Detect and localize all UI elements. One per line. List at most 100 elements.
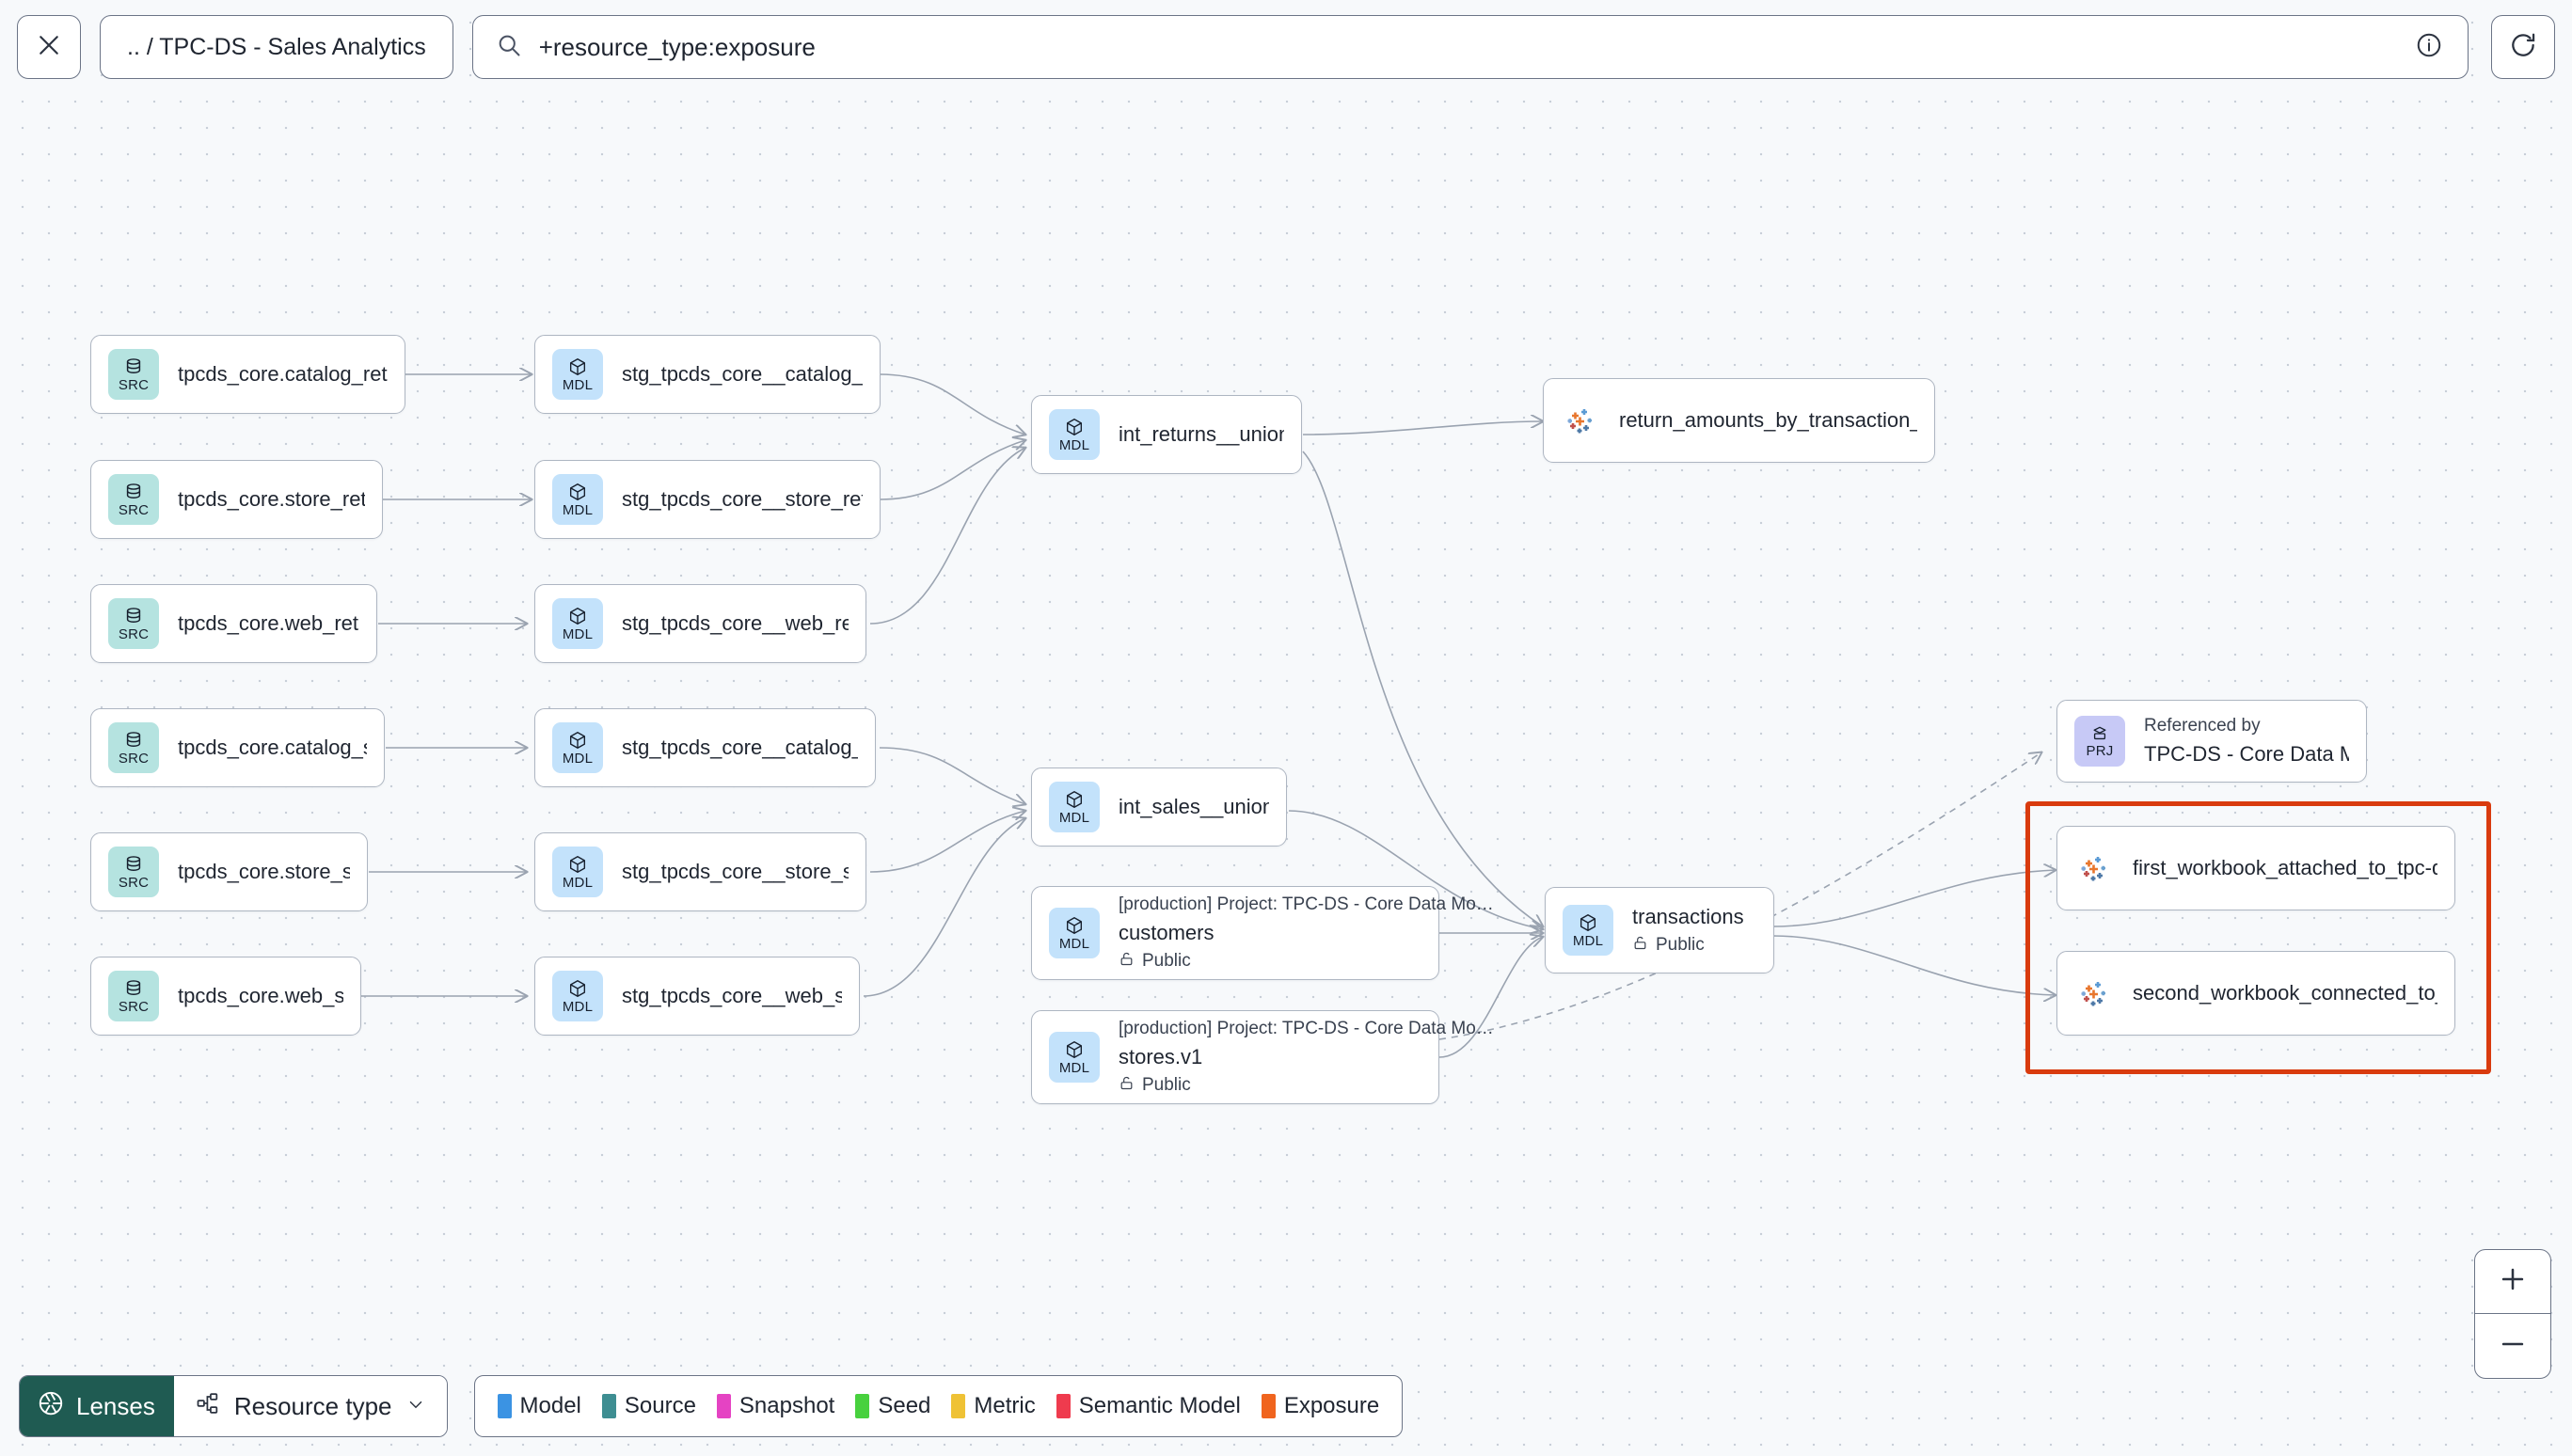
close-icon — [35, 31, 63, 64]
node-visibility: Public — [1632, 935, 1744, 957]
exposure-highlight-region — [2025, 801, 2491, 1074]
plus-icon — [2497, 1263, 2529, 1300]
node-model-stg-store-returns[interactable]: MDL stg_tpcds_core__store_returns — [534, 460, 881, 539]
node-model-stg-catalog-sales[interactable]: MDL stg_tpcds_core__catalog_sales — [534, 708, 876, 787]
node-label: second_workbook_connected_to_live… — [2133, 981, 2437, 1005]
tableau-exposure-icon — [2074, 848, 2114, 888]
src-badge-text: SRC — [118, 502, 150, 518]
lenses-control-group: Lenses Resource type — [19, 1375, 448, 1437]
lenses-label: Lenses — [76, 1391, 155, 1420]
node-project-label: [production] Project: TPC-DS - Core Data… — [1119, 894, 1494, 914]
legend-swatch — [855, 1394, 870, 1418]
legend-item-metric: Metric — [951, 1393, 1036, 1419]
src-badge-text: SRC — [118, 751, 150, 767]
node-label: stg_tpcds_core__catalog_returns — [622, 362, 863, 386]
node-model-int-sales-unioned[interactable]: MDL int_sales__unioned — [1031, 768, 1287, 847]
bottom-toolbar: Lenses Resource type Model — [19, 1375, 1404, 1437]
unlock-icon — [1119, 951, 1135, 973]
search-input[interactable] — [538, 32, 2398, 62]
mdl-badge-text: MDL — [1058, 1060, 1090, 1076]
node-label: int_sales__unioned — [1119, 795, 1269, 818]
node-model-stg-store-sales[interactable]: MDL stg_tpcds_core__store_sales — [534, 832, 866, 911]
legend-label: Seed — [878, 1393, 931, 1418]
refresh-icon — [2508, 30, 2538, 65]
src-badge: SRC — [108, 971, 159, 1021]
legend-label: Semantic Model — [1078, 1393, 1241, 1418]
node-exposure-first-workbook[interactable]: first_workbook_attached_to_tpc-ds_-_… — [2056, 826, 2455, 910]
node-model-stg-web-sales[interactable]: MDL stg_tpcds_core__web_sales — [534, 957, 860, 1036]
node-model-int-returns-unioned[interactable]: MDL int_returns__unioned — [1031, 395, 1302, 474]
node-model-stores-v1[interactable]: MDL [production] Project: TPC-DS - Core … — [1031, 1010, 1494, 1104]
mdl-badge: MDL — [552, 722, 603, 773]
node-exposure-return-amounts[interactable]: return_amounts_by_transaction_type — [1543, 378, 1935, 463]
node-label: stores.v1 — [1119, 1044, 1203, 1068]
info-icon[interactable] — [2415, 31, 2443, 64]
breadcrumb[interactable]: .. / TPC-DS - Sales Analytics — [100, 15, 453, 79]
mdl-badge: MDL — [1049, 908, 1100, 958]
minus-icon — [2497, 1328, 2529, 1365]
resource-type-label: Resource type — [233, 1391, 392, 1420]
lenses-button[interactable]: Lenses — [20, 1376, 174, 1436]
mdl-badge-text: MDL — [1058, 810, 1090, 826]
mdl-badge-text: MDL — [562, 751, 594, 767]
legend-item-semantic-model: Semantic Model — [1056, 1393, 1241, 1419]
node-source-web-returns[interactable]: SRC tpcds_core.web_returns — [90, 584, 377, 663]
mdl-badge: MDL — [552, 349, 603, 400]
src-badge-text: SRC — [118, 875, 150, 891]
node-label: tpcds_core.web_returns — [178, 611, 359, 635]
src-badge: SRC — [108, 349, 159, 400]
node-label: transactions — [1632, 904, 1744, 928]
node-project-reference[interactable]: PRJ Referenced by TPC-DS - Core Data Mod… — [2056, 700, 2367, 783]
lineage-search-bar[interactable] — [471, 15, 2469, 79]
tableau-exposure-icon — [2074, 973, 2114, 1013]
node-label: tpcds_core.catalog_sales — [178, 736, 367, 759]
node-model-customers[interactable]: MDL [production] Project: TPC-DS - Core … — [1031, 886, 1494, 980]
legend-item-model: Model — [497, 1393, 581, 1419]
top-toolbar: .. / TPC-DS - Sales Analytics — [17, 15, 2555, 79]
close-lineage-button[interactable] — [17, 15, 81, 79]
node-label: TPC-DS - Core Data Models — [2144, 742, 2349, 766]
node-source-catalog-sales[interactable]: SRC tpcds_core.catalog_sales — [90, 708, 385, 787]
src-badge: SRC — [108, 722, 159, 773]
legend-swatch — [601, 1394, 616, 1418]
src-badge: SRC — [108, 474, 159, 525]
zoom-controls — [2474, 1249, 2551, 1379]
resource-type-legend: Model Source Snapshot Seed Metric Semant… — [473, 1375, 1404, 1437]
mdl-badge-text: MDL — [1572, 933, 1604, 949]
node-label: stg_tpcds_core__store_returns — [622, 487, 863, 511]
node-source-store-sales[interactable]: SRC tpcds_core.store_sales — [90, 832, 368, 911]
zoom-in-button[interactable] — [2475, 1250, 2550, 1314]
mdl-badge-text: MDL — [562, 999, 594, 1015]
node-label: tpcds_core.web_sales — [178, 984, 343, 1007]
legend-label: Exposure — [1283, 1393, 1380, 1418]
legend-item-seed: Seed — [855, 1393, 930, 1419]
legend-item-source: Source — [601, 1393, 696, 1419]
visibility-label: Public — [1142, 1075, 1191, 1095]
mdl-badge-text: MDL — [562, 377, 594, 393]
legend-label: Source — [624, 1393, 696, 1418]
visibility-label: Public — [1142, 951, 1191, 971]
node-source-web-sales[interactable]: SRC tpcds_core.web_sales — [90, 957, 361, 1036]
resource-type-dropdown[interactable]: Resource type — [173, 1376, 447, 1436]
node-label: stg_tpcds_core__catalog_sales — [622, 736, 858, 759]
node-project-label: [production] Project: TPC-DS - Core Data… — [1119, 1018, 1494, 1038]
breadcrumb-label: .. / TPC-DS - Sales Analytics — [127, 33, 426, 60]
zoom-out-button[interactable] — [2475, 1314, 2550, 1378]
node-model-stg-web-returns[interactable]: MDL stg_tpcds_core__web_returns — [534, 584, 866, 663]
mdl-badge: MDL — [552, 598, 603, 649]
visibility-label: Public — [1656, 935, 1705, 955]
node-exposure-second-workbook[interactable]: second_workbook_connected_to_live… — [2056, 951, 2455, 1036]
node-source-store-returns[interactable]: SRC tpcds_core.store_returns — [90, 460, 383, 539]
chevron-down-icon — [405, 1392, 426, 1421]
node-label: tpcds_core.catalog_returns — [178, 362, 388, 386]
mdl-badge: MDL — [552, 971, 603, 1021]
legend-label: Metric — [974, 1393, 1036, 1418]
node-model-stg-catalog-returns[interactable]: MDL stg_tpcds_core__catalog_returns — [534, 335, 881, 414]
node-label: return_amounts_by_transaction_type — [1619, 408, 1917, 432]
refresh-button[interactable] — [2491, 15, 2555, 79]
node-source-catalog-returns[interactable]: SRC tpcds_core.catalog_returns — [90, 335, 405, 414]
mdl-badge-text: MDL — [562, 502, 594, 518]
node-label: stg_tpcds_core__web_returns — [622, 611, 849, 635]
node-model-transactions[interactable]: MDL transactions Public — [1545, 887, 1774, 973]
